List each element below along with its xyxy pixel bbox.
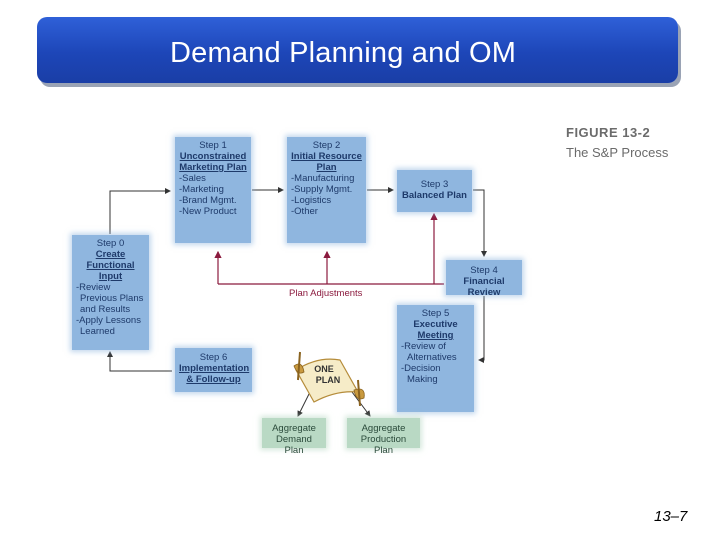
- step5-box: Step 5 Executive Meeting -Review of Alte…: [397, 305, 474, 412]
- step0-heading-2: Functional Input: [86, 260, 135, 282]
- step5-item: Alternatives: [407, 352, 457, 363]
- step1-heading-1: Unconstrained: [179, 151, 247, 162]
- step1-item: -Brand Mgmt.: [179, 195, 237, 206]
- plan-adjustments-label: Plan Adjustments: [289, 288, 363, 299]
- step0-item: Learned: [80, 326, 115, 337]
- step1-box: Step 1 Unconstrained Marketing Plan -Sal…: [175, 137, 251, 243]
- step2-heading-1: Initial Resource: [291, 151, 362, 162]
- step5-heading-2: Meeting: [417, 330, 454, 341]
- production-line1: Aggregate: [361, 423, 406, 434]
- step2-item: -Other: [291, 206, 318, 217]
- arrow-step6-step0: [107, 351, 172, 372]
- step5-item: Making: [407, 374, 438, 385]
- demand-line2: Demand Plan: [276, 434, 312, 456]
- step3-number: Step 3: [420, 179, 449, 190]
- aggregate-demand-plan-box: Aggregate Demand Plan: [262, 418, 326, 456]
- step0-item: -Apply Lessons: [76, 315, 141, 326]
- arrow-step4-step5: [478, 296, 485, 363]
- step6-heading-1: Implementation: [179, 363, 250, 374]
- step0-heading-1: Create: [95, 249, 126, 260]
- step2-number: Step 2: [312, 140, 341, 151]
- figure-label: FIGURE 13-2: [566, 125, 651, 140]
- step4-number: Step 4: [470, 265, 498, 276]
- step1-number: Step 1: [199, 140, 227, 151]
- one-plan-line2: PLAN: [316, 375, 341, 385]
- step3-box: Step 3 Balanced Plan: [397, 170, 472, 212]
- step2-item: -Manufacturing: [291, 173, 355, 184]
- step5-item: -Decision: [401, 363, 441, 374]
- step5-heading-1: Executive: [413, 319, 458, 330]
- step6-number: Step 6: [199, 352, 228, 363]
- step0-item: Previous Plans: [80, 293, 144, 304]
- arrow-step0-step1: [109, 188, 171, 234]
- step2-heading-2: Plan: [316, 162, 337, 173]
- step0-box: Step 0 Create Functional Input -Review P…: [72, 235, 149, 350]
- step2-item: -Logistics: [291, 195, 332, 206]
- step5-item: -Review of: [401, 341, 446, 352]
- arrow-plan-production: [351, 391, 371, 417]
- production-line2: Production Plan: [360, 434, 407, 456]
- one-plan-line1: ONE: [314, 364, 334, 374]
- step4-heading: Financial Review: [463, 276, 505, 298]
- step0-item: and Results: [80, 304, 131, 315]
- step1-heading-2: Marketing Plan: [179, 162, 247, 173]
- aggregate-production-plan-box: Aggregate Production Plan: [347, 418, 420, 456]
- step1-item: -Sales: [179, 173, 206, 184]
- page-number: 13–7: [654, 508, 688, 525]
- step3-heading: Balanced Plan: [402, 190, 467, 201]
- step2-box: Step 2 Initial Resource Plan -Manufactur…: [287, 137, 366, 243]
- demand-line1: Aggregate: [272, 423, 316, 434]
- step5-number: Step 5: [421, 308, 450, 319]
- arrow-plan-demand: [297, 391, 311, 417]
- step1-item: -New Product: [179, 206, 237, 217]
- step4-box: Step 4 Financial Review: [446, 260, 522, 298]
- figure-caption: The S&P Process: [566, 145, 669, 160]
- step2-item: -Supply Mgmt.: [291, 184, 353, 195]
- step1-item: -Marketing: [179, 184, 224, 195]
- one-plan-scroll-icon: ONE PLAN: [293, 351, 365, 406]
- step0-item: -Review: [76, 282, 111, 293]
- step0-number: Step 0: [96, 238, 125, 249]
- step6-box: Step 6 Implementation & Follow-up: [175, 348, 252, 392]
- slide-title: Demand Planning and OM: [170, 37, 517, 69]
- title-bar: Demand Planning and OM: [37, 17, 678, 83]
- arrow-step3-step4: [473, 189, 487, 257]
- step6-heading-2: & Follow-up: [186, 374, 241, 385]
